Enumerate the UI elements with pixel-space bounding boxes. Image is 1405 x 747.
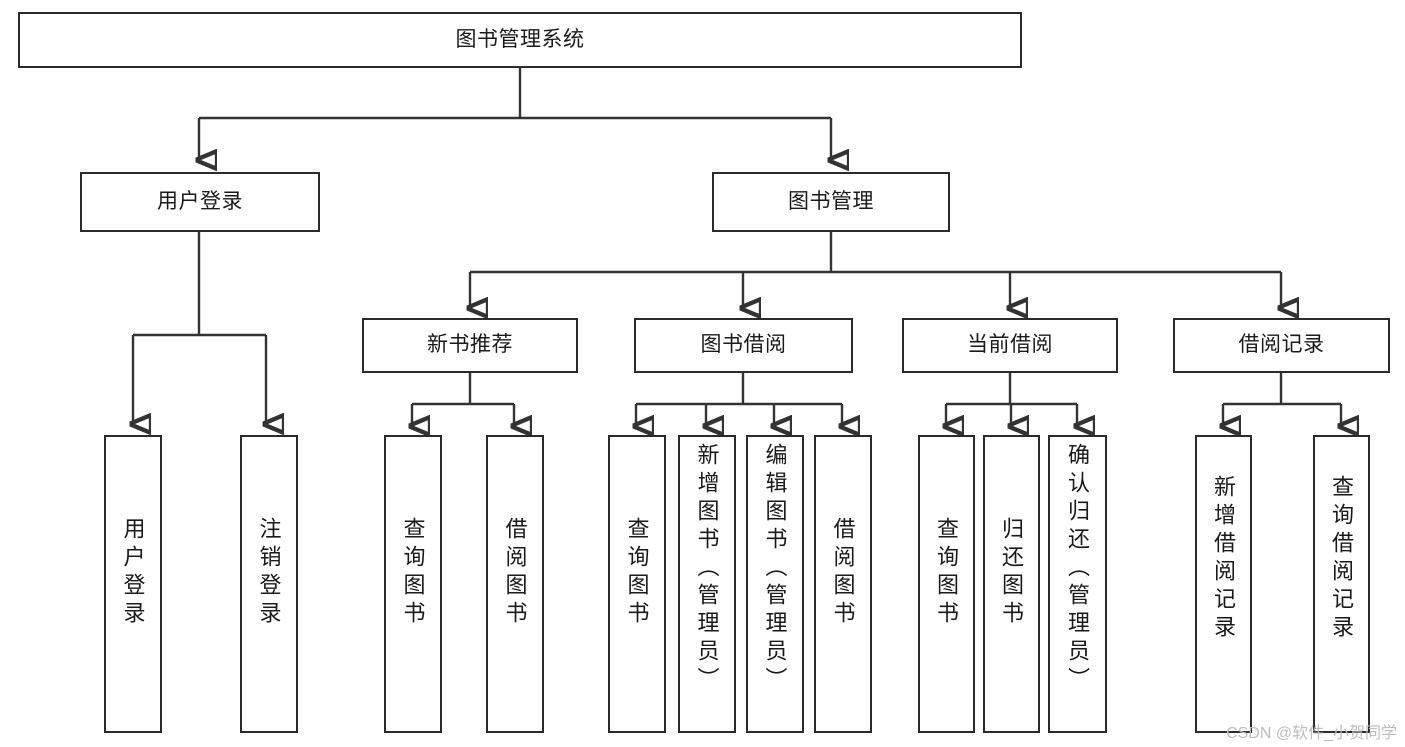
node-book-borrowing[interactable]: 图书借阅	[634, 318, 853, 373]
leaf-add-book-admin[interactable]: 新增图书（管理员）	[678, 435, 736, 733]
node-label: 归还图书	[999, 517, 1025, 629]
node-label: 图书管理	[788, 189, 874, 213]
node-new-book-recommendation[interactable]: 新书推荐	[362, 318, 578, 373]
node-label: 确认归还（管理员）	[1065, 443, 1091, 695]
node-label: 借阅图书	[830, 517, 856, 629]
leaf-query-borrow-record[interactable]: 查询借阅记录	[1313, 435, 1370, 733]
leaf-query-book-borrow[interactable]: 查询图书	[608, 435, 666, 733]
node-book-management[interactable]: 图书管理	[712, 172, 950, 232]
node-label: 注销登录	[256, 517, 282, 629]
node-label: 图书管理系统	[455, 27, 585, 51]
node-label: 新增图书（管理员）	[694, 443, 720, 695]
node-label: 新书推荐	[427, 333, 513, 357]
leaf-logout[interactable]: 注销登录	[240, 435, 298, 733]
node-label: 图书借阅	[700, 333, 787, 357]
node-label: 查询图书	[624, 517, 650, 629]
node-label: 用户登录	[120, 517, 146, 629]
node-label: 借阅记录	[1238, 333, 1325, 357]
node-user-login[interactable]: 用户登录	[80, 172, 320, 232]
leaf-borrow-book[interactable]: 借阅图书	[814, 435, 872, 733]
leaf-return-book[interactable]: 归还图书	[983, 435, 1040, 733]
node-label: 新增借阅记录	[1211, 475, 1237, 643]
leaf-query-book-new-rec[interactable]: 查询图书	[384, 435, 442, 733]
leaf-query-book-current[interactable]: 查询图书	[918, 435, 975, 733]
leaf-borrow-book-new-rec[interactable]: 借阅图书	[486, 435, 544, 733]
node-label: 编辑图书（管理员）	[762, 443, 788, 695]
node-label: 当前借阅	[967, 333, 1053, 357]
leaf-add-borrow-record[interactable]: 新增借阅记录	[1195, 435, 1252, 733]
csdn-watermark: CSDN @软件_小贺同学	[1226, 725, 1397, 742]
leaf-user-login[interactable]: 用户登录	[104, 435, 162, 733]
node-label: 查询图书	[934, 517, 960, 629]
leaf-confirm-return-admin[interactable]: 确认归还（管理员）	[1048, 435, 1107, 733]
leaf-edit-book-admin[interactable]: 编辑图书（管理员）	[746, 435, 804, 733]
node-label: 查询借阅记录	[1329, 475, 1355, 643]
node-label: 用户登录	[157, 189, 243, 213]
node-borrowing-record[interactable]: 借阅记录	[1173, 318, 1390, 373]
node-current-borrowing[interactable]: 当前借阅	[902, 318, 1118, 373]
node-root-book-management-system[interactable]: 图书管理系统	[18, 12, 1022, 68]
node-label: 借阅图书	[502, 517, 528, 629]
node-label: 查询图书	[400, 517, 426, 629]
